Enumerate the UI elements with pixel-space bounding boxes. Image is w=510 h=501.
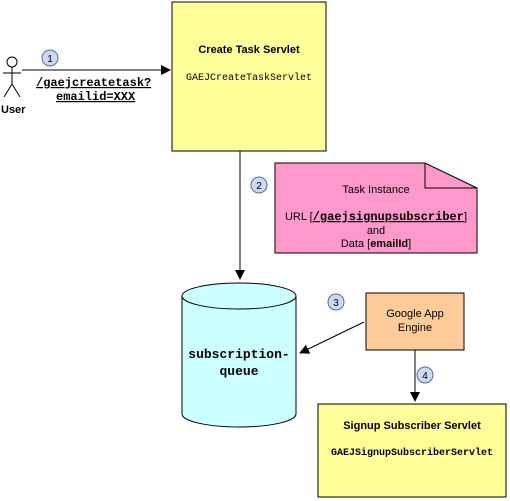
data-prefix: Data [ xyxy=(341,238,370,250)
step-1-label: 1 xyxy=(47,54,53,65)
create-servlet-class: GAEJCreateTaskServlet xyxy=(186,72,312,84)
task-instance-url-line: URL [/gaejsignupsubscriber] xyxy=(285,210,467,224)
app-engine-line-2: Engine xyxy=(398,322,432,334)
task-instance-data-line: Data [emailId] xyxy=(341,238,411,250)
queue-line-1: subscription- xyxy=(188,347,289,362)
google-app-engine-box: Google App Engine xyxy=(365,292,465,351)
request-line-1: /gaejcreatetask? xyxy=(36,76,151,90)
user-label: User xyxy=(1,104,26,116)
data-suffix: ] xyxy=(408,238,411,250)
dequeue-arrow xyxy=(299,321,365,354)
url-prefix: URL [ xyxy=(285,211,313,223)
url-suffix: ] xyxy=(464,211,467,223)
signup-servlet-class: GAEJSignupSubscriberServlet xyxy=(331,447,493,459)
app-engine-line-1: Google App xyxy=(386,308,444,320)
step-2-marker: 2 xyxy=(250,176,268,194)
request-line-2: emailid=XXX xyxy=(56,90,136,104)
step-4-marker: 4 xyxy=(416,366,434,384)
data-value: emailId xyxy=(370,238,408,250)
create-servlet-title: Create Task Servlet xyxy=(198,44,300,56)
task-instance-title: Task Instance xyxy=(342,184,409,196)
step-1-marker: 1 xyxy=(41,49,59,67)
queue-line-2: queue xyxy=(219,364,258,379)
step-4-label: 4 xyxy=(422,371,428,382)
url-value: /gaejsignupsubscriber xyxy=(313,210,464,224)
task-instance-note: Task Instance URL [/gaejsignupsubscriber… xyxy=(274,162,478,254)
task-instance-and: and xyxy=(367,225,385,237)
subscription-queue-cylinder: subscription- queue xyxy=(181,282,297,428)
signup-subscriber-servlet-box: Signup Subscriber Servlet GAEJSignupSubs… xyxy=(317,403,507,498)
user-actor-icon xyxy=(3,56,21,98)
signup-servlet-title: Signup Subscriber Servlet xyxy=(343,420,481,432)
step-3-marker: 3 xyxy=(327,293,345,311)
create-task-servlet-box: Create Task Servlet GAEJCreateTaskServle… xyxy=(171,1,327,152)
step-2-label: 2 xyxy=(256,181,262,192)
step-3-label: 3 xyxy=(333,298,339,309)
